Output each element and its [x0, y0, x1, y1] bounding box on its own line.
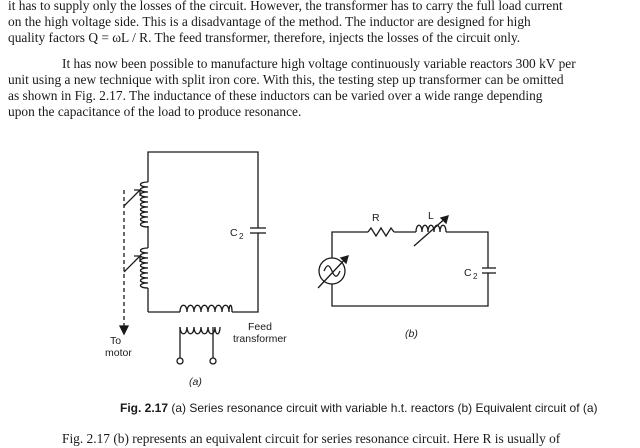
to-motor-label-2: motor [105, 347, 132, 359]
l-label: L [428, 210, 434, 222]
resistor-r [367, 226, 395, 238]
paragraph1-line1: it has to supply only the losses of the … [8, 0, 563, 13]
figure-caption: Fig. 2.17 (a) Series resonance circuit w… [120, 401, 598, 415]
transformer-primary [179, 326, 221, 335]
paragraph2-line2: unit using a new technique with split ir… [8, 72, 564, 87]
paragraph1-line3: quality factors Q = ωL / R. The feed tra… [8, 30, 521, 45]
lower-reactor-coil [139, 247, 149, 289]
feed-label-2: transformer [233, 333, 287, 345]
circuit-b [317, 215, 496, 307]
transformer-secondary [179, 304, 233, 313]
cap-c2-sub-a: 2 [239, 232, 244, 241]
paragraph2-line1: It has now been possible to manufacture … [62, 56, 576, 71]
circuit-a [118, 151, 266, 365]
caption-text: (a) Series resonance circuit with variab… [168, 401, 598, 415]
caption-fig-number: Fig. 2.17 [120, 401, 169, 415]
r-label: R [372, 212, 380, 224]
to-motor-label-1: To [110, 335, 121, 347]
inductor-l [415, 224, 447, 233]
ac-source [318, 257, 346, 285]
cap-c2-label-a: C [230, 227, 238, 239]
cap-c2-label-b: C [464, 267, 472, 279]
part-b-label: (b) [405, 328, 418, 340]
upper-reactor-coil [139, 181, 149, 228]
feed-label-1: Feed [248, 321, 272, 333]
paragraph3-line1: Fig. 2.17 (b) represents an equivalent c… [62, 431, 561, 446]
paragraph2-line4: upon the capacitance of the load to prod… [8, 104, 302, 119]
part-a-label: (a) [189, 376, 202, 388]
cap-c2-sub-b: 2 [473, 272, 478, 281]
paragraph1-line2: on the high voltage side. This is a disa… [8, 14, 531, 29]
paragraph2-line3: as shown in Fig. 2.17. The inductance of… [8, 88, 543, 103]
